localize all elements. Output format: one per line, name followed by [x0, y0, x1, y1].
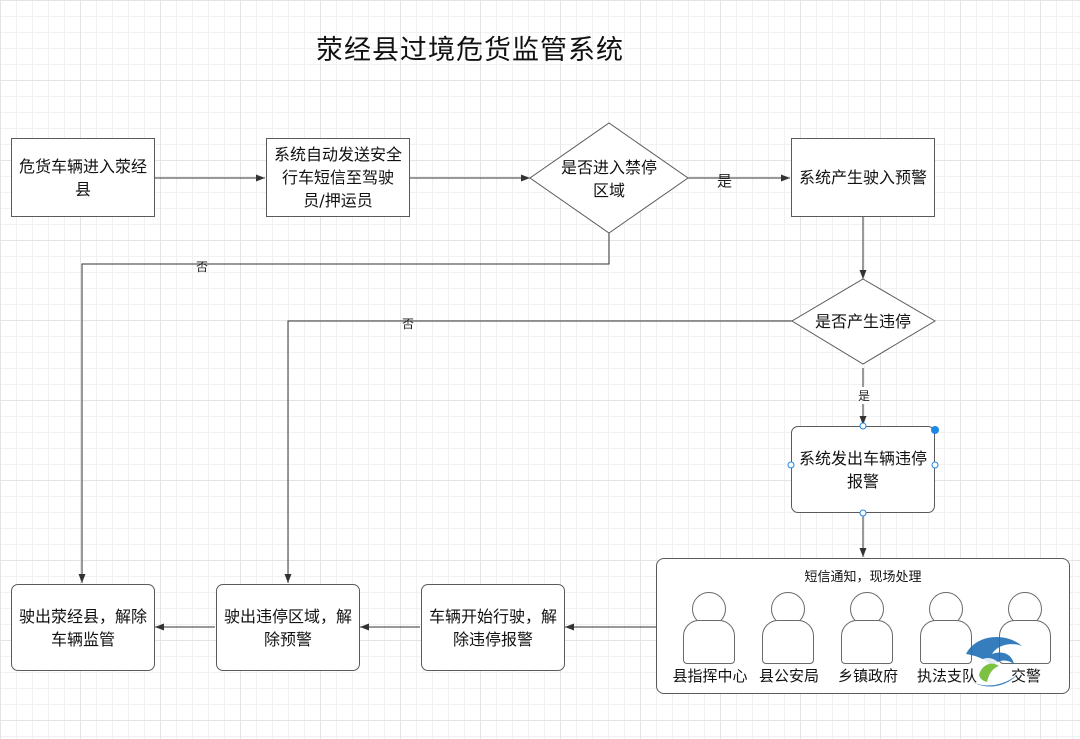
- node-entry-warning[interactable]: 系统产生驶入预警: [791, 138, 935, 217]
- person-traffic-police: 交警: [986, 592, 1066, 685]
- person-label: 县指挥中心: [672, 667, 748, 685]
- handle-right: [931, 461, 939, 469]
- decision-violation-shape: [791, 278, 936, 365]
- decision-forbidden-zone[interactable]: 是否进入禁停区域: [560, 158, 657, 200]
- decision-forbidden-zone-shape: [529, 122, 689, 234]
- watermark-logo-icon: [966, 636, 1022, 687]
- person-enforcement-team: 执法支队: [907, 592, 987, 685]
- handle-bottom: [859, 509, 867, 517]
- panel-title: 短信通知，现场处理: [804, 570, 922, 585]
- person-body-icon: [841, 620, 893, 664]
- page-title: 荥经县过境危货监管系统: [316, 35, 624, 66]
- edge-label-yes-1: 是: [717, 172, 733, 190]
- handle-left: [787, 461, 795, 469]
- node-leave-county[interactable]: 驶出荥经县，解除车辆监管: [11, 584, 155, 671]
- node-send-sms[interactable]: 系统自动发送安全行车短信至驾驶员/押运员: [266, 138, 410, 217]
- arrow-decision2-no-to-leavezone: [284, 320, 792, 583]
- decision-violation[interactable]: 是否产生违停: [814, 311, 911, 331]
- person-body-icon: [683, 620, 735, 664]
- edge-label-yes-2: 是: [857, 387, 872, 404]
- person-label: 执法支队: [916, 667, 977, 685]
- handle-corner: [931, 426, 939, 434]
- edge-label-no-2: 否: [402, 317, 415, 331]
- notification-panel[interactable]: 短信通知，现场处理 县指挥中心 县公安局 乡镇政府 执法支队 交警: [656, 558, 1070, 694]
- person-body-icon: [762, 620, 814, 664]
- person-label: 乡镇政府: [837, 667, 898, 685]
- person-town-government: 乡镇政府: [828, 592, 908, 685]
- person-label: 交警: [1010, 667, 1041, 685]
- node-enter-county[interactable]: 危货车辆进入荥经县: [11, 138, 155, 217]
- person-label: 县公安局: [758, 667, 819, 685]
- node-leave-zone[interactable]: 驶出违停区域，解除预警: [216, 584, 360, 671]
- arrow-decision-no-to-leavecounty: [78, 233, 610, 583]
- node-start-driving[interactable]: 车辆开始行驶，解除违停报警: [421, 584, 565, 671]
- handle-top: [859, 422, 867, 430]
- person-county-police: 县公安局: [749, 592, 829, 685]
- edge-label-no-1: 否: [196, 260, 209, 274]
- person-county-command: 县指挥中心: [670, 592, 750, 685]
- person-body-icon: [920, 620, 972, 664]
